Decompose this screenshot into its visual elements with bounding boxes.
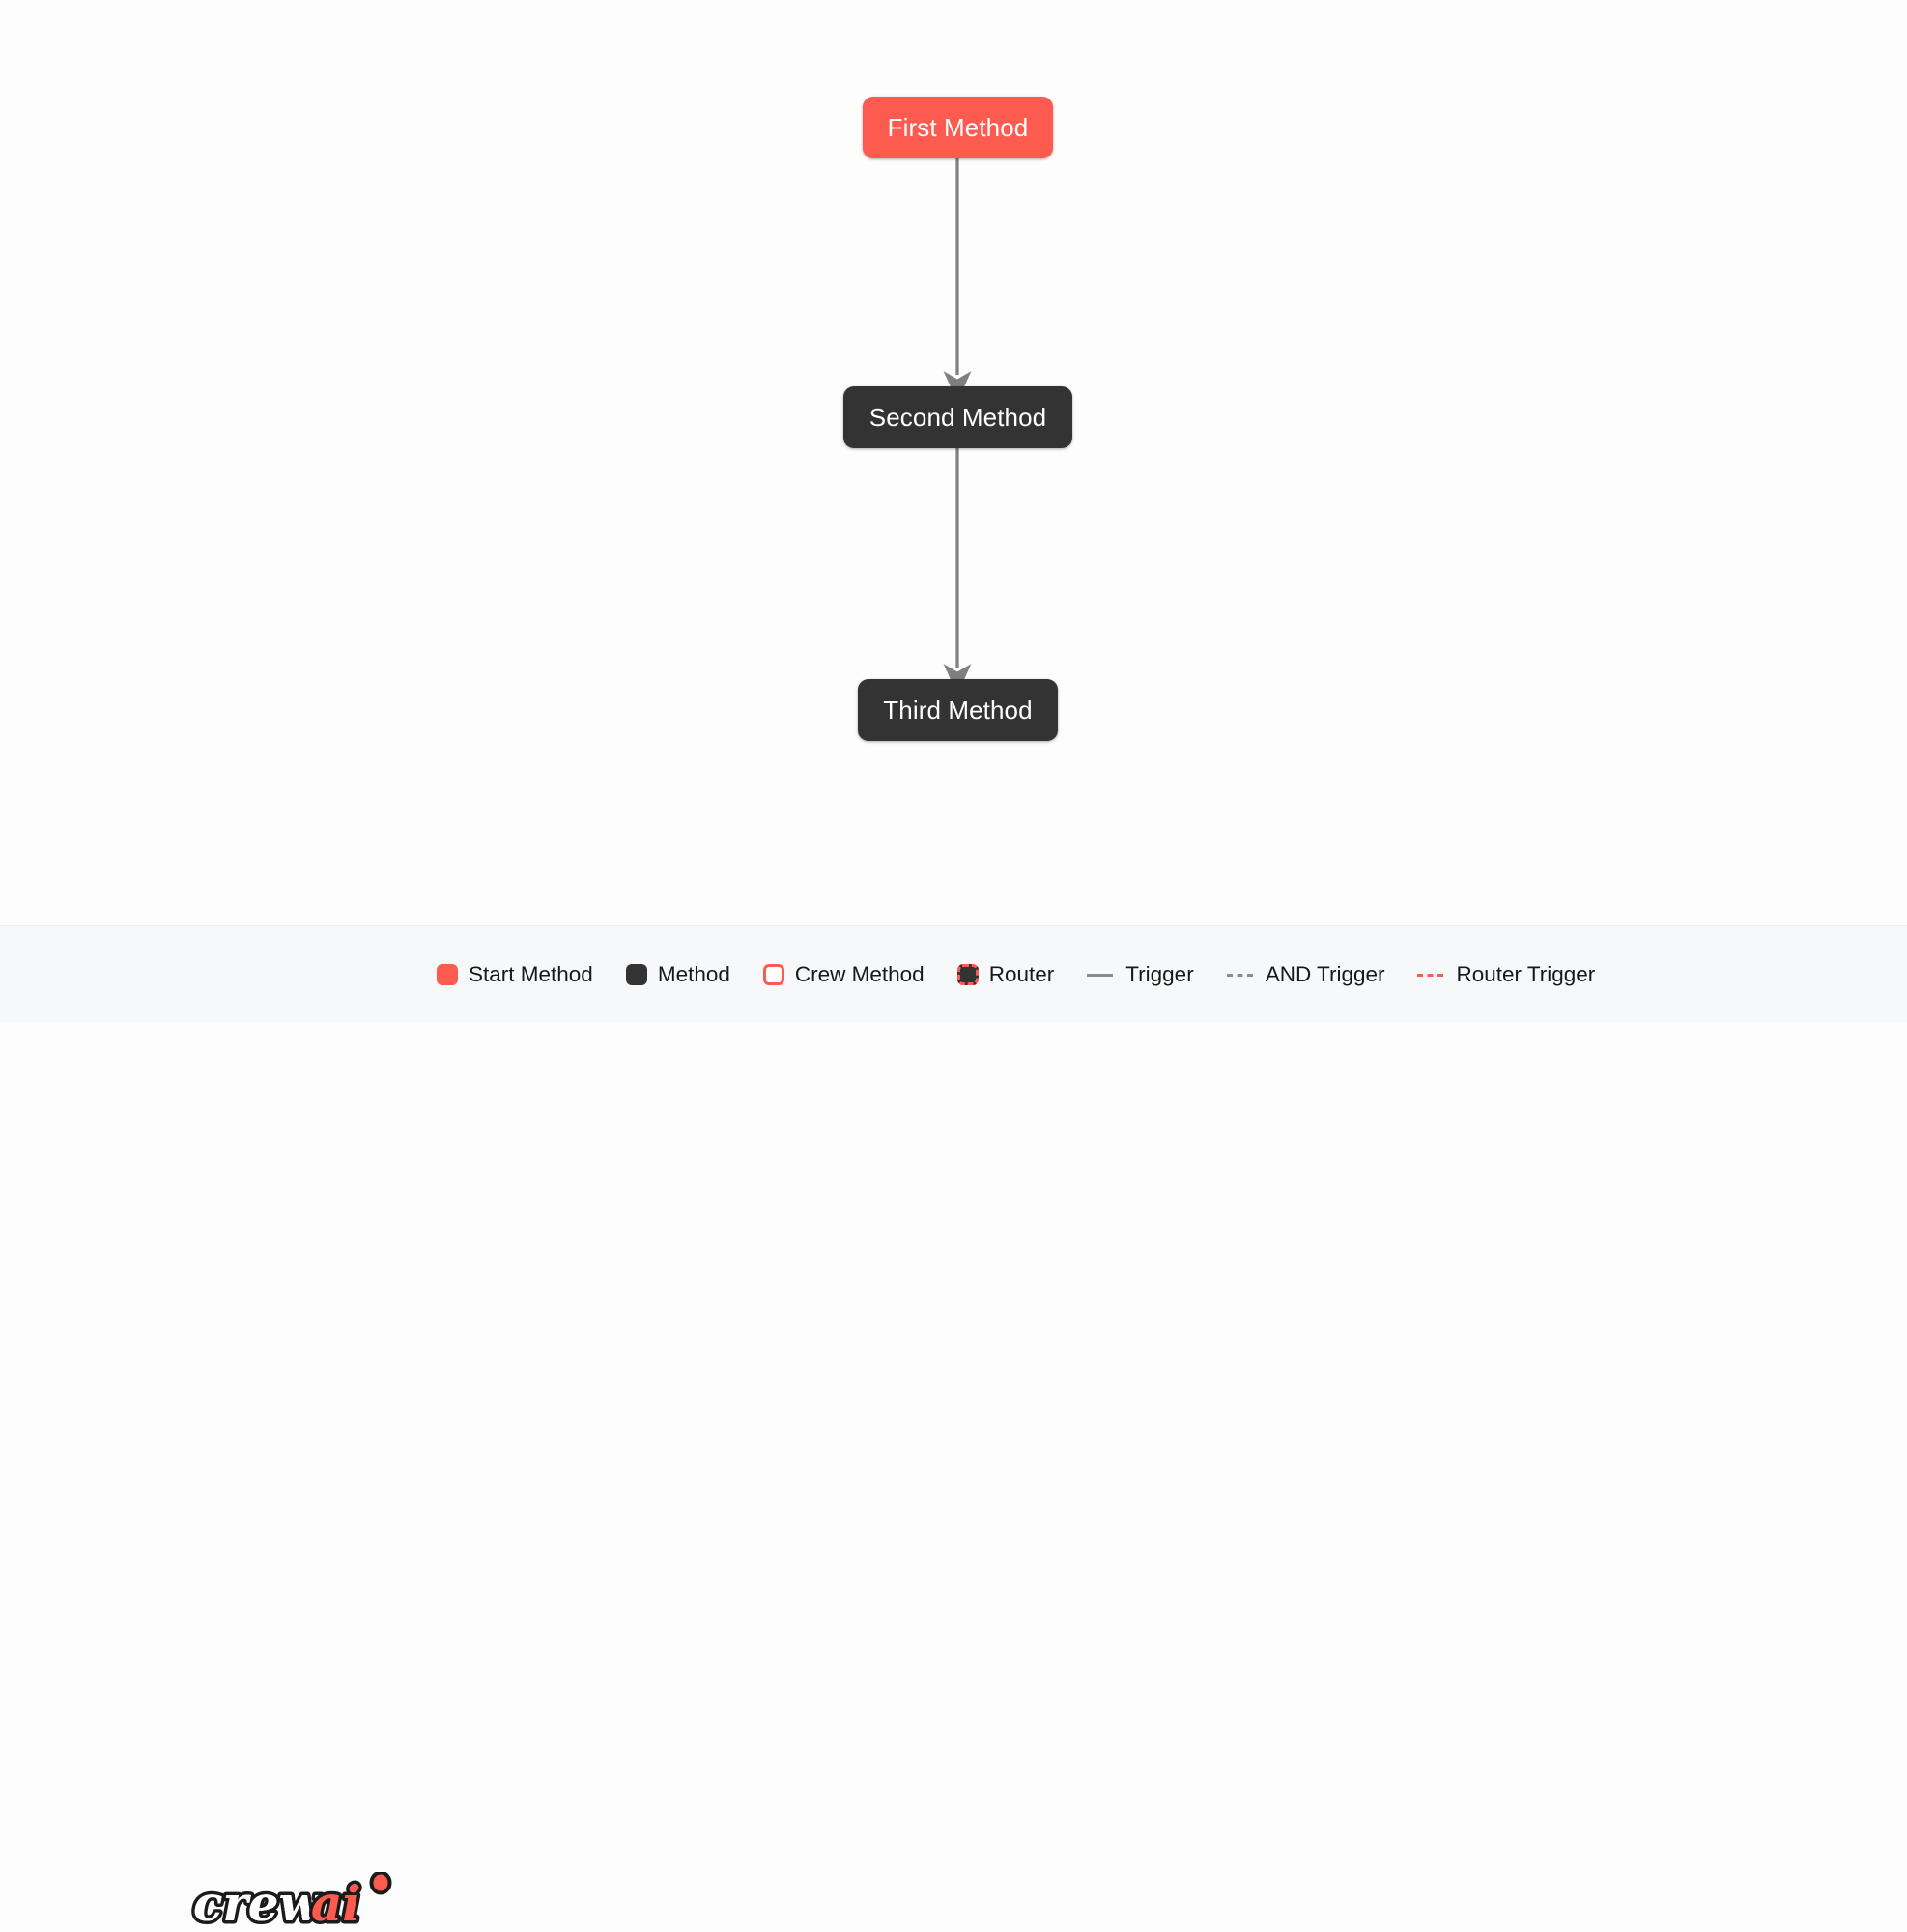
legend-item-and-trigger[interactable]: AND Trigger xyxy=(1226,961,1385,986)
legend-items: Start Method Method Crew Method Router T… xyxy=(437,926,1595,1023)
crewai-logo: crew crew ai ai xyxy=(191,1872,392,1932)
crew-method-swatch-icon xyxy=(762,964,784,985)
legend-item-start-method[interactable]: Start Method xyxy=(437,961,593,986)
legend-item-method[interactable]: Method xyxy=(625,961,730,986)
flow-node-third-method[interactable]: Third Method xyxy=(858,679,1058,741)
legend-item-label: Trigger xyxy=(1125,961,1194,986)
legend-item-trigger[interactable]: Trigger xyxy=(1087,961,1194,986)
legend-item-label: Crew Method xyxy=(794,961,925,986)
flow-diagram-canvas[interactable]: First Method Second Method Third Method xyxy=(0,0,1907,925)
router-trigger-line-icon xyxy=(1417,973,1444,977)
legend-item-label: Method xyxy=(657,961,730,986)
router-swatch-icon xyxy=(956,964,979,985)
crewai-logo-dot xyxy=(369,1872,392,1895)
and-trigger-line-icon xyxy=(1226,973,1253,977)
svg-text:ai: ai xyxy=(311,1875,360,1932)
legend-item-label: Start Method xyxy=(469,961,593,986)
legend-item-router-trigger[interactable]: Router Trigger xyxy=(1417,961,1596,986)
trigger-line-icon xyxy=(1087,973,1114,977)
flow-node-label: Second Method xyxy=(868,403,1047,432)
flow-node-second-method[interactable]: Second Method xyxy=(843,386,1072,448)
start-method-swatch-icon xyxy=(437,964,458,985)
legend-item-label: Router xyxy=(988,961,1055,986)
legend-bar: crew crew ai ai Start Method Method Crew… xyxy=(0,925,1907,1932)
flow-node-label: First Method xyxy=(887,113,1029,142)
svg-text:crew: crew xyxy=(193,1875,323,1932)
flow-node-label: Third Method xyxy=(883,696,1033,724)
legend-item-crew-method[interactable]: Crew Method xyxy=(762,961,925,986)
flow-node-first-method[interactable]: First Method xyxy=(863,97,1053,158)
legend-item-label: Router Trigger xyxy=(1456,961,1596,986)
legend-item-router[interactable]: Router xyxy=(956,961,1055,986)
legend-item-label: AND Trigger xyxy=(1265,961,1385,986)
method-swatch-icon xyxy=(625,964,647,985)
